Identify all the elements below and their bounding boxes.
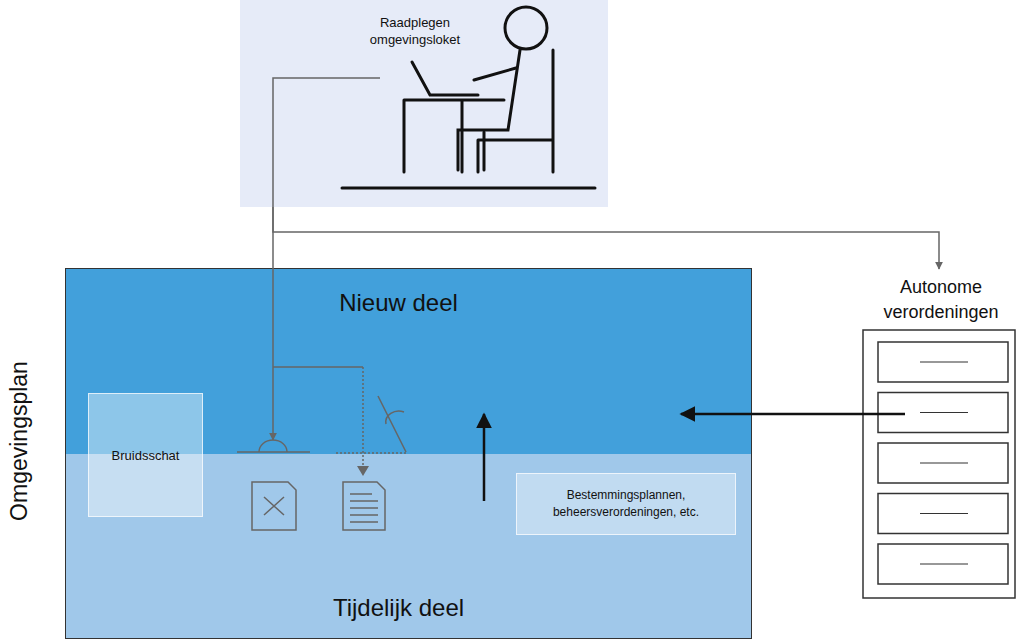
eye-dotted-line	[336, 452, 408, 454]
consult-line	[273, 78, 380, 207]
cabinet	[863, 330, 1015, 598]
drawer	[878, 393, 1008, 433]
dowry-box: Bruidsschat	[88, 393, 203, 517]
dotted-branch	[362, 367, 364, 468]
node-label: Nieuw deel	[66, 269, 751, 317]
drawer-handle	[920, 361, 968, 362]
drawer	[878, 443, 1008, 483]
connector-arrow	[681, 413, 905, 416]
branch-line	[273, 366, 363, 368]
node-label: Autonome verordeningen	[857, 275, 1024, 325]
drawer-handle	[920, 462, 968, 463]
eye-arc	[259, 440, 287, 452]
document-cross	[264, 497, 284, 515]
ordinances-cabinet: Autonome verordeningen	[863, 275, 1015, 598]
connector-arrow	[273, 207, 939, 269]
document-outline	[343, 482, 385, 530]
person-arm	[474, 68, 516, 80]
document-lines	[350, 494, 378, 522]
eye-arc-open	[386, 411, 404, 424]
connector-arrow	[272, 207, 274, 440]
drawer	[878, 544, 1008, 584]
closed-eye-symbol	[237, 440, 310, 452]
withdrawn-document	[252, 482, 296, 530]
node-label: Bruidsschat	[112, 448, 180, 463]
open-eye-symbol	[336, 396, 408, 453]
plan-frame: OmgevingsplanNieuw deelTijdelijk deelBes…	[65, 268, 752, 639]
laptop	[412, 62, 478, 95]
desk	[404, 100, 504, 172]
person-leg	[483, 132, 486, 170]
person-body	[458, 50, 520, 170]
text-document	[343, 482, 385, 530]
node-label: Bestemmingsplannen, beheersverordeningen…	[527, 487, 725, 521]
drawer	[878, 342, 1008, 382]
connector-arrow	[483, 414, 486, 501]
document-outline	[252, 482, 296, 530]
person-head	[505, 7, 547, 49]
node-label: Raadplegen omgevingsloket	[360, 14, 470, 48]
dotted-arrowhead	[357, 466, 369, 476]
cabinet-outline	[863, 330, 1015, 598]
node-label: Tijdelijk deel	[66, 454, 751, 622]
chair	[478, 50, 553, 172]
floor-line	[342, 187, 595, 190]
person-at-desk	[342, 7, 595, 188]
plans-box: Bestemmingsplannen, beheersverordeningen…	[516, 473, 736, 535]
cabinet-drawers	[878, 342, 1008, 584]
eye-lid-line	[237, 451, 310, 453]
drawer-handle	[920, 412, 968, 413]
node-label: Omgevingsplan	[6, 361, 32, 521]
drawer-handle	[920, 563, 968, 564]
temporary-part-band: Tijdelijk deelBestemmingsplannen, beheer…	[66, 454, 751, 638]
eye-lid-open	[378, 396, 406, 452]
drawer	[878, 494, 1008, 534]
drawer-handle	[920, 513, 968, 514]
consult-panel: Raadplegen omgevingsloket	[240, 0, 608, 207]
